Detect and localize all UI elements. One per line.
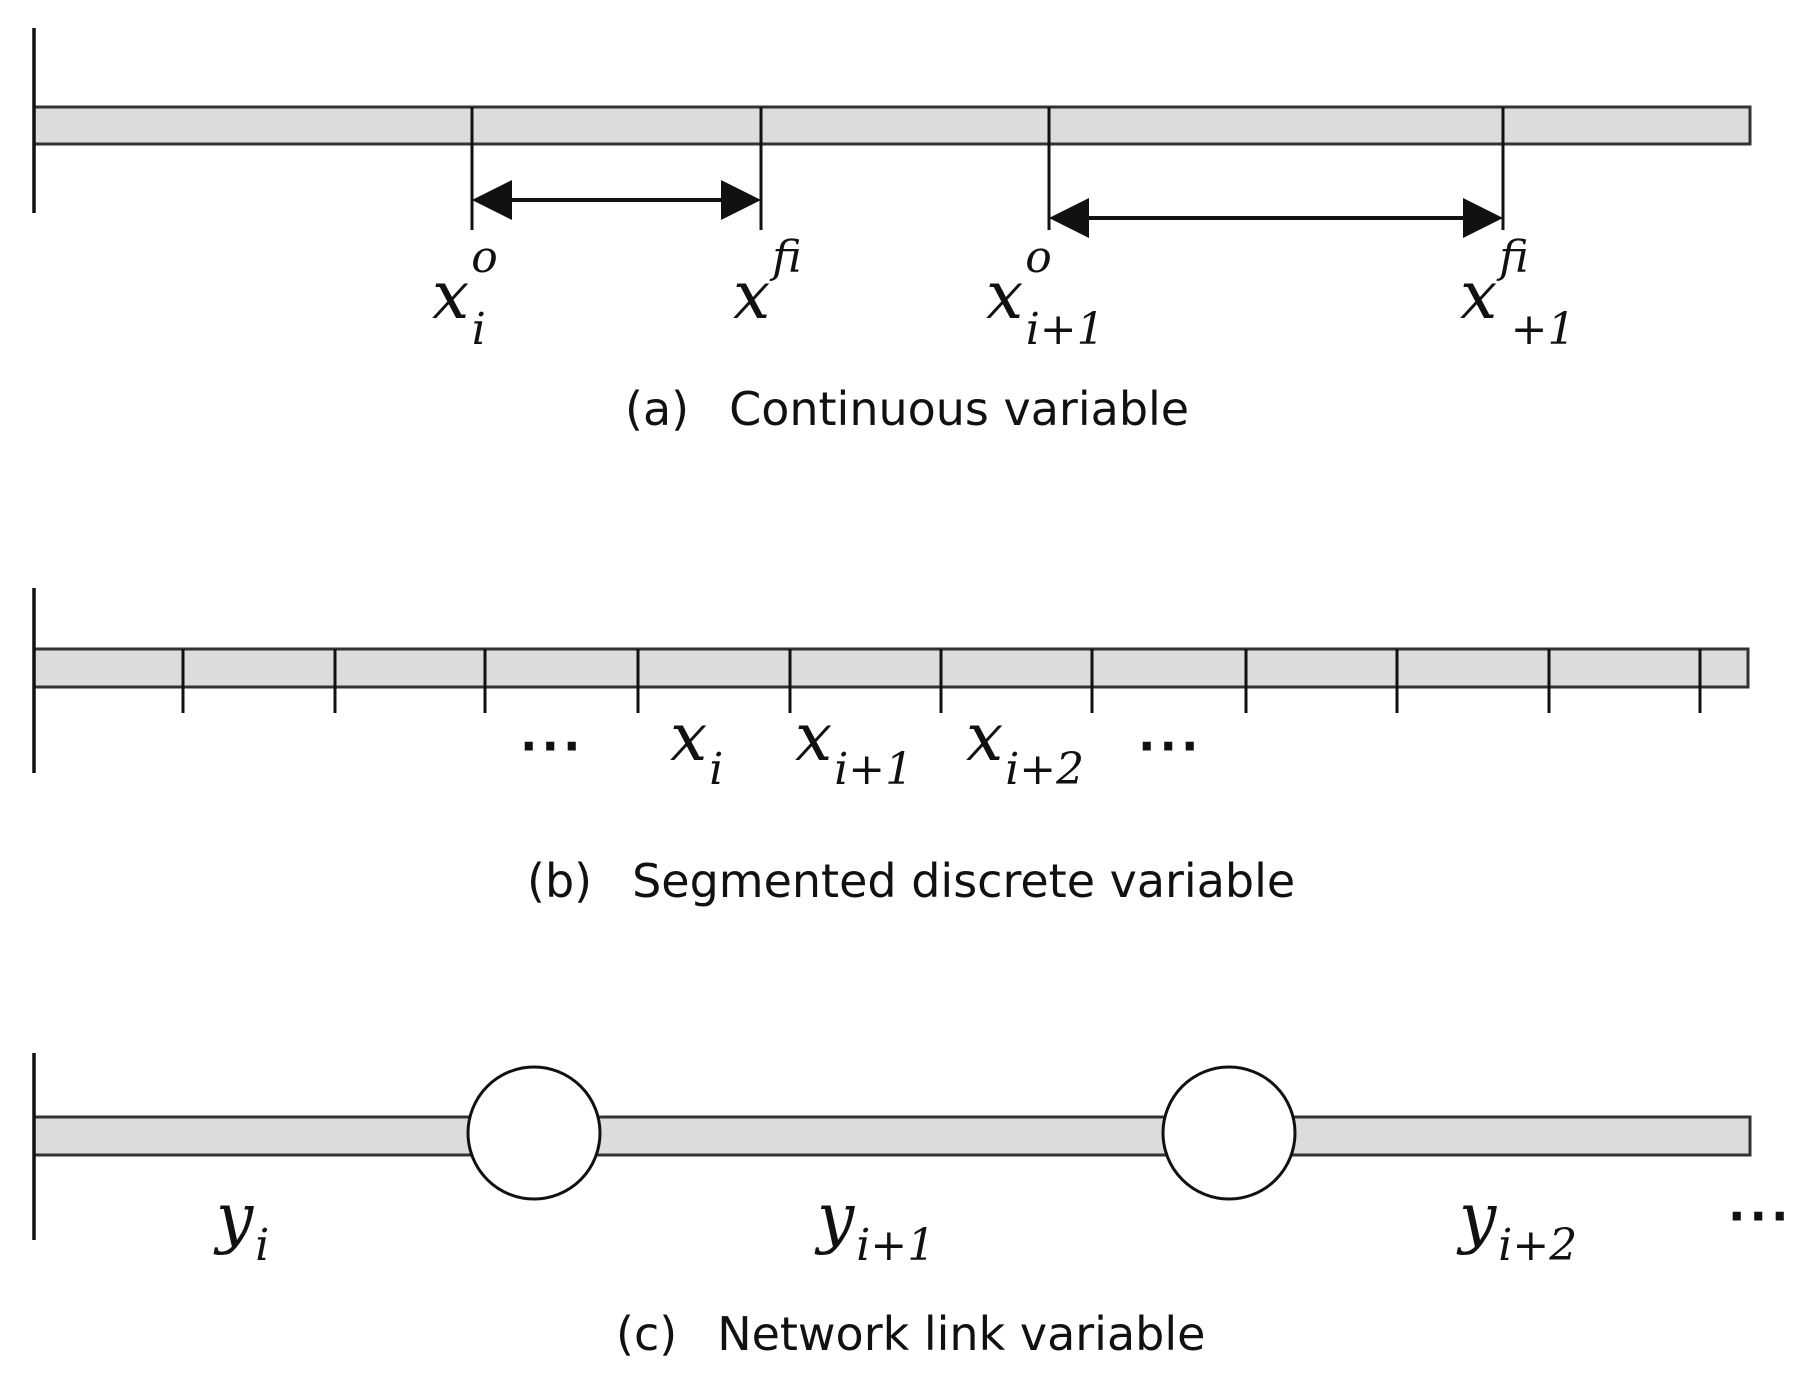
panel-c-node-2 <box>1161 1065 1297 1201</box>
panel-b-label-xi1: xi+1 <box>795 699 913 795</box>
panel-b-ellipsis-right: ··· <box>1138 719 1202 773</box>
panel-c-ellipsis: ··· <box>1728 1189 1792 1243</box>
panel-c-label-yi: yi <box>213 1179 269 1271</box>
panel-c-label-yi1: yi+1 <box>814 1179 935 1271</box>
panel-b-segment-ticks <box>181 649 1702 713</box>
panel-b-segmented: ··· xi xi+1 xi+2 ··· (b)Segmented discre… <box>32 588 1750 908</box>
panel-c-node-1 <box>466 1065 602 1201</box>
panel-a-bar <box>32 105 1752 146</box>
panel-b-label-xi: xi <box>670 699 723 795</box>
panel-c-caption: (c)Network link variable <box>616 1307 1205 1361</box>
panel-c-label-yi2: yi+2 <box>1456 1179 1577 1271</box>
panel-a-continuous: xoi xfi xoi+1 xfi+1 (a)Continuous variab… <box>32 28 1752 436</box>
panel-b-ellipsis-left: ··· <box>520 719 584 773</box>
panel-a-caption: (a)Continuous variable <box>625 382 1189 436</box>
panel-c-bar <box>32 1115 1752 1157</box>
panel-a-label-xif: xfi <box>733 232 802 334</box>
panel-b-caption: (b)Segmented discrete variable <box>527 854 1295 908</box>
panel-b-bar <box>32 647 1750 689</box>
panel-b-label-xi2: xi+2 <box>966 699 1084 795</box>
panel-c-network: yi yi+1 yi+2 ··· (c)Network link variabl… <box>32 1053 1792 1361</box>
